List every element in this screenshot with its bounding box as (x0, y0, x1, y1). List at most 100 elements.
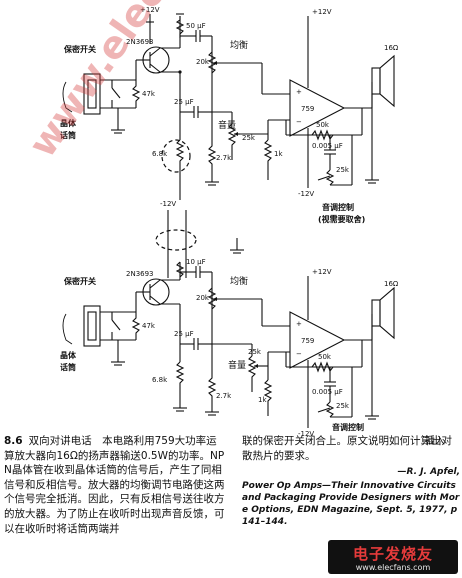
upper-shunt-resistor (263, 139, 273, 180)
lower-emitter-resistor-label: 6.8k (152, 376, 168, 384)
lower-balance-value: 20k (196, 294, 210, 302)
interconnect (155, 210, 244, 278)
lower-tone-wiper (317, 407, 331, 413)
lower-switch-blade (111, 319, 121, 331)
upper-volume-label: 音量 (218, 119, 236, 131)
lower-handset-box (83, 305, 101, 347)
upper-emitter-dot (178, 70, 182, 74)
caption-right-column: 联的保密开关闭合上。原文说明如何计算出对散热片的要求。 —R. J. Apfel… (242, 434, 460, 528)
lower-tone-resistor (325, 401, 335, 418)
upper-handset-label-1: 晶体 (60, 118, 77, 128)
logo-sub-text: www.elecfans.com (355, 562, 431, 572)
lower-base-resistor-label: 47k (142, 322, 156, 330)
upper-divider-resistor (207, 140, 217, 176)
lower-transistor-collector (149, 279, 161, 289)
lower-handset-arc (62, 313, 73, 345)
lower-amp-vpos-label: +12V (312, 268, 332, 276)
upper-handset-label-2: 话筒 (60, 130, 76, 140)
upper-cap-out-label: 25 μF (174, 98, 194, 106)
upper-supply-pos-label: +12V (140, 6, 160, 14)
upper-cap-in-label: 50 μF (186, 22, 206, 30)
intercom-schematic: +12V 2N3693 50 μF 20k 均衡 (60, 6, 399, 436)
upper-emitter-resistor (175, 139, 185, 200)
upper-transistor-collector (149, 47, 161, 57)
upper-tone-r-label: 25k (336, 166, 350, 174)
upper-collector-resistor (175, 16, 185, 38)
caption-right-text: 联的保密开关闭合上。原文说明如何计算出对散热片的要求。 (242, 435, 452, 462)
lower-feedback-label: 50k (318, 353, 332, 361)
upper-balance-pot (207, 51, 217, 74)
lower-amp-plus: + (296, 320, 302, 328)
lower-speaker-label: 16Ω (384, 280, 399, 288)
lower-handset-element (87, 311, 97, 341)
site-logo: 电子发烧友 www.elecfans.com (328, 540, 458, 574)
lower-transistor-emitter (149, 295, 161, 305)
upper-speaker-cone (379, 54, 395, 108)
upper-divider-label: 2.7k (216, 154, 232, 162)
lower-volume-pot (247, 355, 257, 392)
upper-tone-note: (视需要取舍) (318, 214, 365, 224)
lower-tone-title: 音调控制 (332, 422, 364, 432)
caption-left-text: 双向对讲电话 本电路利用759大功率运算放大器向16Ω的扬声器输送0.5W的功率… (4, 435, 225, 535)
upper-transistor-label: 2N3693 (126, 38, 154, 46)
upper-tone-resistor (325, 169, 335, 186)
upper-switch-label: 保密开关 (63, 44, 96, 54)
lower-speaker-body (371, 299, 381, 327)
lower-transistor-label: 2N3693 (126, 270, 154, 278)
upper-handset-box (83, 73, 101, 115)
logo-main-text: 电子发烧友 (352, 544, 433, 563)
insert-label: 插入 (425, 436, 445, 447)
upper-balance-value: 20k (196, 58, 210, 66)
upper-tone-cap-label: 0.005 μF (312, 142, 343, 150)
upper-volume-wiper-arrow (234, 132, 238, 136)
lower-emitter-resistor (175, 361, 185, 408)
credit-author: —R. J. Apfel, (397, 467, 460, 478)
upper-emitter-resistor-label: 6.8k (152, 150, 168, 158)
lower-volume-label: 音量 (228, 359, 246, 371)
upper-amp-plus: + (296, 88, 302, 96)
lower-amp-minus: − (296, 350, 302, 358)
upper-tone-title: 音调控制 (322, 202, 354, 212)
upper-amp-label: 759 (301, 105, 314, 113)
upper-volume-pot (227, 123, 237, 160)
lower-volume-wiper-arrow (254, 364, 258, 368)
upper-balance-label: 均衡 (230, 39, 248, 51)
upper-amp-triangle (289, 79, 346, 137)
lower-switch-label: 保密开关 (63, 276, 96, 286)
lower-shunt-label: 1k (258, 396, 267, 404)
upper-handset-element (87, 79, 97, 109)
lower-base-resistor (131, 312, 141, 340)
upper-switch-blade (111, 87, 121, 99)
upper-tone-wiper (317, 175, 331, 181)
lower-divider-resistor (207, 372, 217, 408)
lower-amp-triangle (289, 311, 346, 369)
lower-volume-value: 25k (248, 348, 262, 356)
upper-speaker-body (371, 67, 381, 95)
upper-line-twist (161, 139, 191, 173)
lower-handset-label-2: 话筒 (60, 362, 76, 372)
lower-shunt-resistor (263, 379, 273, 416)
credit-reference: Power Op Amps—Their Innovative Circuits … (242, 480, 460, 527)
upper-transistor-emitter (149, 63, 161, 73)
lower-balance-label: 均衡 (230, 275, 248, 287)
upper-feedback-label: 50k (316, 121, 330, 129)
lower-divider-label: 2.7k (216, 392, 232, 400)
lower-speaker-cone (379, 286, 395, 340)
upper-balance-wiper-arrow (213, 61, 217, 65)
lower-amp-vneg-label: -12V (298, 430, 314, 436)
lower-handset-label-1: 晶体 (60, 350, 77, 360)
figure-number: 8.6 (4, 435, 23, 447)
lower-balance-wiper-arrow (213, 297, 217, 301)
lower-tone-r-label: 25k (336, 402, 350, 410)
upper-supply-neg-label: -12V (160, 200, 176, 208)
lower-cap-out-label: 25 μF (174, 330, 194, 338)
upper-amp-vneg-label: -12V (298, 190, 314, 198)
lower-balance-pot (207, 287, 217, 310)
lower-channel: 2N3693 10 μF 20k 均衡 25 μF 2.7k 6.8k (60, 258, 399, 436)
upper-base-resistor (131, 80, 141, 108)
upper-amp-minus: − (296, 118, 302, 126)
upper-base-resistor-label: 47k (142, 90, 156, 98)
upper-amp-vpos-label: +12V (312, 8, 332, 16)
lower-amp-label: 759 (301, 337, 314, 345)
